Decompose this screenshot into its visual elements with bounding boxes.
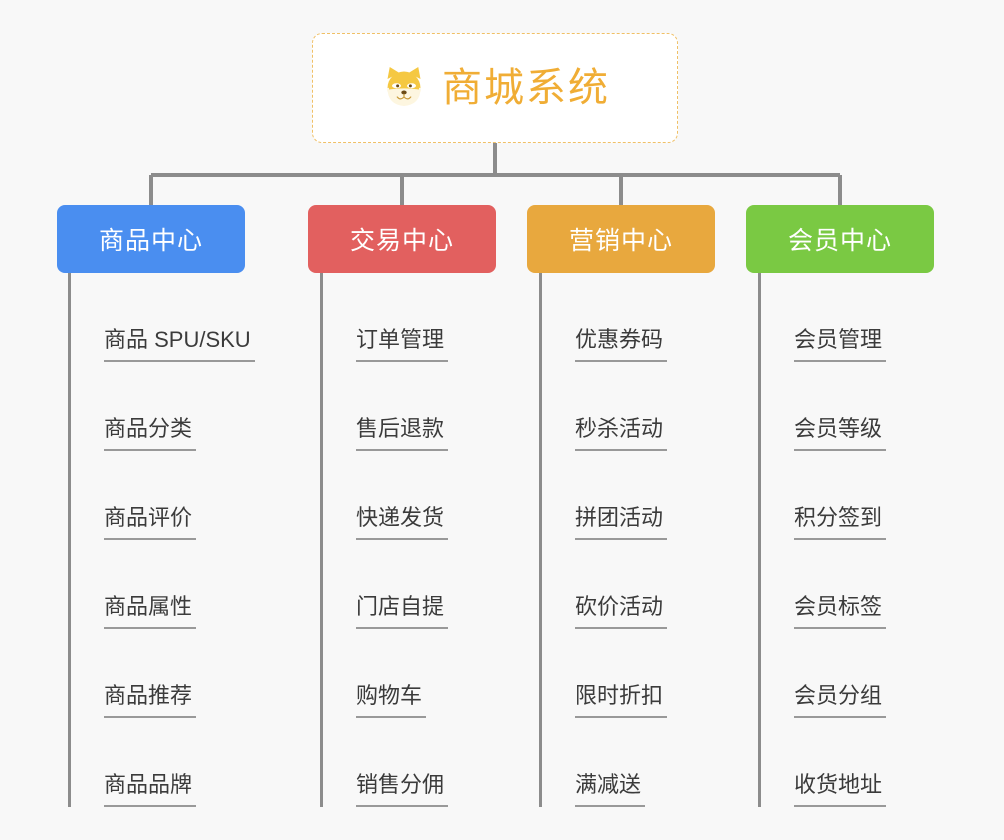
- leaf-label: 拼团活动: [575, 507, 668, 540]
- leaf-item[interactable]: 会员管理: [758, 273, 887, 362]
- leaf-label: 购物车: [356, 685, 427, 718]
- category-box-0[interactable]: 商品中心: [57, 205, 245, 273]
- leaf-label: 会员标签: [794, 596, 887, 629]
- leaf-column-1: 订单管理 售后退款 快递发货 门店自提 购物车 销售分佣: [320, 273, 449, 807]
- shiba-dog-face-icon: [380, 64, 428, 112]
- leaf-label: 收货地址: [794, 774, 887, 807]
- leaf-label: 商品推荐: [104, 685, 197, 718]
- leaf-column-0: 商品 SPU/SKU 商品分类 商品评价 商品属性 商品推荐 商品品牌: [68, 273, 255, 807]
- leaf-item[interactable]: 收货地址: [758, 718, 887, 807]
- leaf-item[interactable]: 满减送: [539, 718, 667, 807]
- leaf-item[interactable]: 积分签到: [758, 451, 887, 540]
- leaf-label: 会员分组: [794, 685, 887, 718]
- leaf-label: 商品 SPU/SKU: [104, 329, 255, 362]
- leaf-label: 商品分类: [104, 418, 197, 451]
- leaf-item[interactable]: 优惠券码: [539, 273, 668, 362]
- category-box-2[interactable]: 营销中心: [527, 205, 715, 273]
- category-box-1[interactable]: 交易中心: [308, 205, 496, 273]
- leaf-column-2: 优惠券码 秒杀活动 拼团活动 砍价活动 限时折扣 满减送: [539, 273, 668, 807]
- leaf-item[interactable]: 快递发货: [320, 451, 449, 540]
- leaf-label: 积分签到: [794, 507, 887, 540]
- leaf-item[interactable]: 商品属性: [68, 540, 255, 629]
- leaf-label: 商品评价: [104, 507, 197, 540]
- leaf-item[interactable]: 售后退款: [320, 362, 449, 451]
- leaf-label: 秒杀活动: [575, 418, 668, 451]
- root-title: 商城系统: [442, 66, 610, 110]
- leaf-label: 门店自提: [356, 596, 449, 629]
- leaf-item[interactable]: 商品分类: [68, 362, 255, 451]
- leaf-item[interactable]: 砍价活动: [539, 540, 668, 629]
- leaf-item[interactable]: 商品品牌: [68, 718, 255, 807]
- leaf-item[interactable]: 商品 SPU/SKU: [68, 273, 255, 362]
- leaf-label: 砍价活动: [575, 596, 668, 629]
- leaf-label: 满减送: [575, 774, 646, 807]
- leaf-spine-2: [539, 273, 542, 807]
- category-label-0: 商品中心: [98, 227, 203, 255]
- leaf-item[interactable]: 限时折扣: [539, 629, 668, 718]
- category-label-3: 会员中心: [787, 227, 892, 255]
- leaf-label: 会员等级: [794, 418, 887, 451]
- leaf-item[interactable]: 门店自提: [320, 540, 449, 629]
- leaf-item[interactable]: 销售分佣: [320, 718, 449, 807]
- leaf-item[interactable]: 会员分组: [758, 629, 887, 718]
- leaf-item[interactable]: 商品推荐: [68, 629, 255, 718]
- category-label-1: 交易中心: [349, 227, 454, 255]
- leaf-label: 优惠券码: [575, 329, 668, 362]
- leaf-item[interactable]: 订单管理: [320, 273, 449, 362]
- leaf-column-3: 会员管理 会员等级 积分签到 会员标签 会员分组 收货地址: [758, 273, 887, 807]
- leaf-label: 限时折扣: [575, 685, 668, 718]
- leaf-item[interactable]: 商品评价: [68, 451, 255, 540]
- leaf-label: 商品属性: [104, 596, 197, 629]
- leaf-item[interactable]: 会员等级: [758, 362, 887, 451]
- leaf-spine-1: [320, 273, 323, 807]
- leaf-label: 售后退款: [356, 418, 449, 451]
- category-label-2: 营销中心: [568, 227, 673, 255]
- category-box-3[interactable]: 会员中心: [746, 205, 934, 273]
- leaf-label: 订单管理: [356, 329, 449, 362]
- leaf-spine-0: [68, 273, 71, 807]
- leaf-label: 商品品牌: [104, 774, 197, 807]
- root-node[interactable]: 商城系统: [312, 33, 678, 143]
- leaf-label: 快递发货: [356, 507, 449, 540]
- leaf-label: 销售分佣: [356, 774, 449, 807]
- leaf-label: 会员管理: [794, 329, 887, 362]
- leaf-item[interactable]: 会员标签: [758, 540, 887, 629]
- leaf-item[interactable]: 拼团活动: [539, 451, 668, 540]
- leaf-spine-3: [758, 273, 761, 807]
- leaf-item[interactable]: 秒杀活动: [539, 362, 668, 451]
- leaf-item[interactable]: 购物车: [320, 629, 448, 718]
